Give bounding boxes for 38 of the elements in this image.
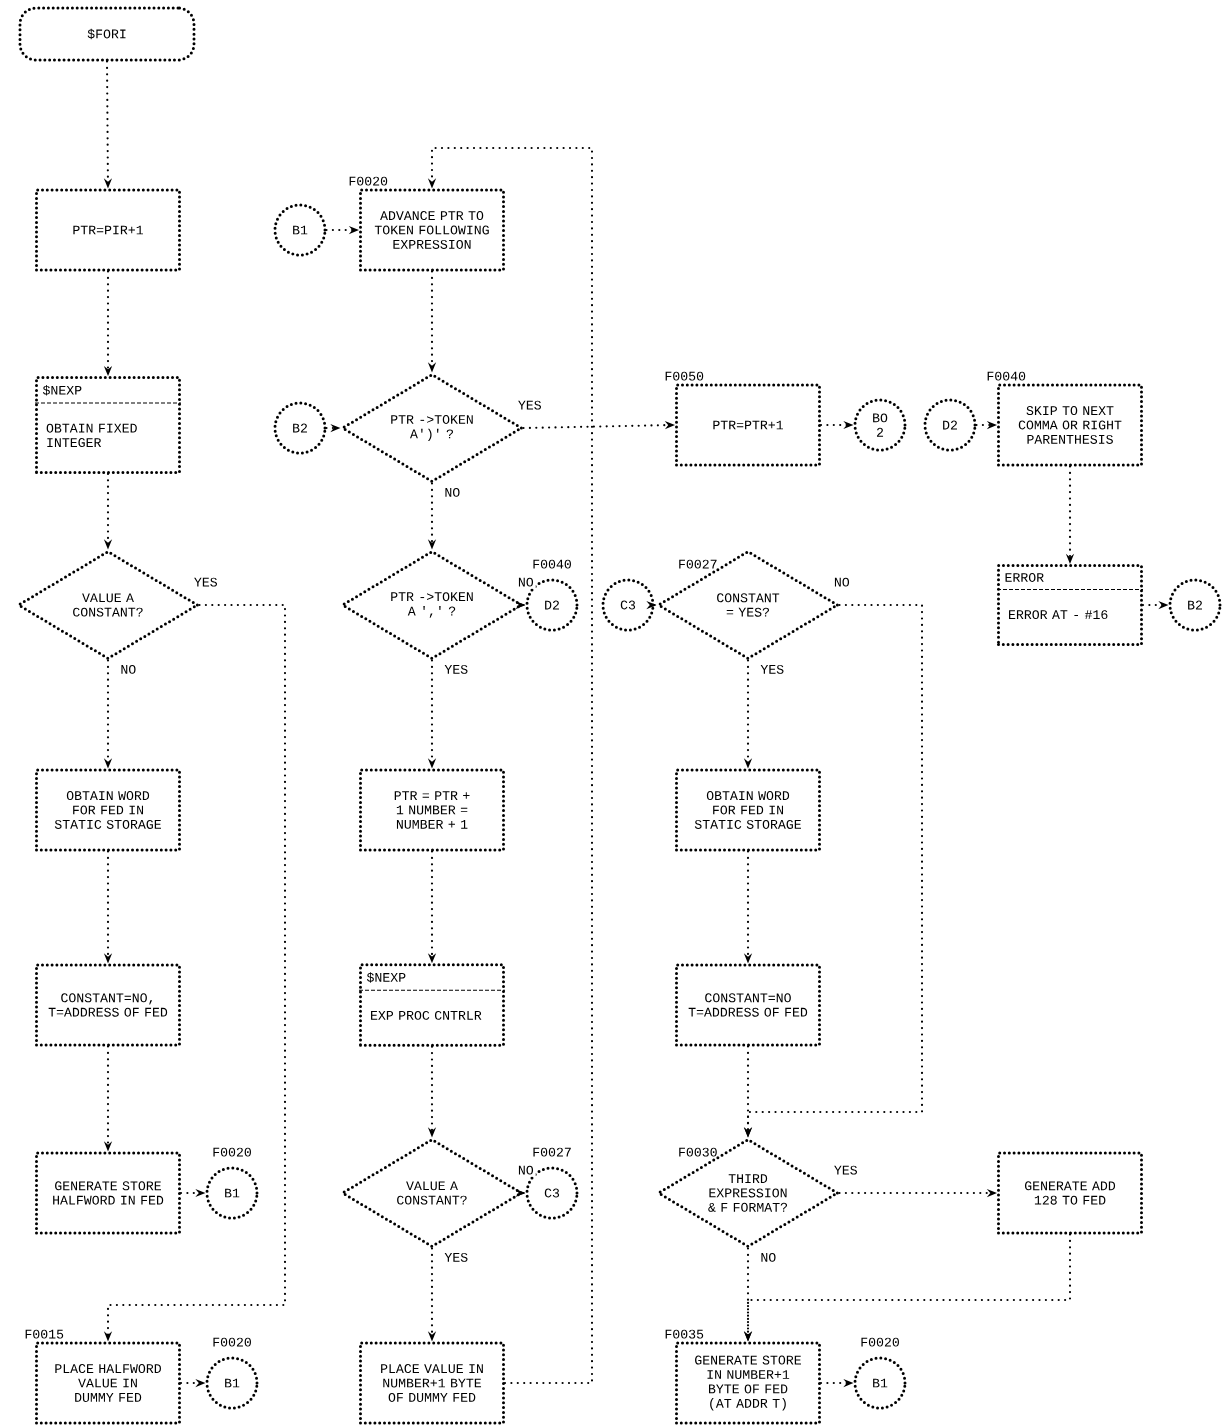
code-label: F0040 xyxy=(987,371,1026,381)
edge-label: YES xyxy=(442,1250,471,1264)
process-box: OBTAIN WORD FOR FED IN STATIC STORAGE xyxy=(35,768,181,852)
edge-label: YES xyxy=(758,662,787,676)
code-label: F0027 xyxy=(679,559,717,569)
code-label: F0030 xyxy=(679,1147,717,1157)
process-box: PTR = PTR + 1 NUMBER = NUMBER + 1 xyxy=(359,768,505,852)
code-label: F0040 xyxy=(533,559,571,569)
process-box: PLACE VALUE IN NUMBER+1 BYTE OF DUMMY FED xyxy=(359,1341,505,1425)
code-label: F0015 xyxy=(25,1329,64,1339)
process-box: PLACE HALFWORD VALUE IN DUMMY FED xyxy=(35,1341,181,1425)
code-label: F0050 xyxy=(665,371,704,381)
process-box: $NEXP EXP PROC CNTRLR xyxy=(358,963,506,1047)
process-box: PTR=PTR+1 xyxy=(675,383,821,467)
process-box: PTR=PIR+1 xyxy=(35,188,181,272)
edge-label: NO xyxy=(442,485,463,499)
process-box: GENERATE ADD 128 TO FED xyxy=(997,1151,1143,1235)
code-label: F0020 xyxy=(861,1337,899,1347)
code-label: F0027 xyxy=(533,1147,571,1157)
process-box: ADVANCE PTR TO TOKEN FOLLOWING EXPRESSION xyxy=(359,188,505,272)
code-label: F0020 xyxy=(349,176,388,186)
edge-label: NO xyxy=(758,1250,779,1264)
terminal-box: $FORI xyxy=(18,6,196,62)
process-box: GENERATE STORE HALFWORD IN FED xyxy=(35,1151,181,1235)
process-box: CONSTANT=NO T=ADDRESS OF FED xyxy=(675,963,821,1047)
edge-label: YES xyxy=(442,662,471,676)
code-label: F0020 xyxy=(213,1337,251,1347)
process-box: GENERATE STORE IN NUMBER+1 BYTE OF FED (AT ADDR T) xyxy=(675,1341,821,1425)
edge-label: NO xyxy=(118,662,139,676)
process-box: SKIP TO NEXT COMMA OR RIGHT PARENTHESIS xyxy=(997,383,1143,467)
code-label: F0020 xyxy=(213,1147,251,1157)
process-box: $NEXP OBTAIN FIXED INTEGER xyxy=(34,376,182,474)
code-label: F0035 xyxy=(665,1329,704,1339)
process-box: CONSTANT=NO, T=ADDRESS OF FED xyxy=(35,963,181,1047)
edge-label: NO xyxy=(515,1163,536,1177)
edge-label: NO xyxy=(515,575,536,589)
process-box: ERROR ERROR AT - #16 xyxy=(996,564,1144,646)
process-box: OBTAIN WORD FOR FED IN STATIC STORAGE xyxy=(675,768,821,852)
